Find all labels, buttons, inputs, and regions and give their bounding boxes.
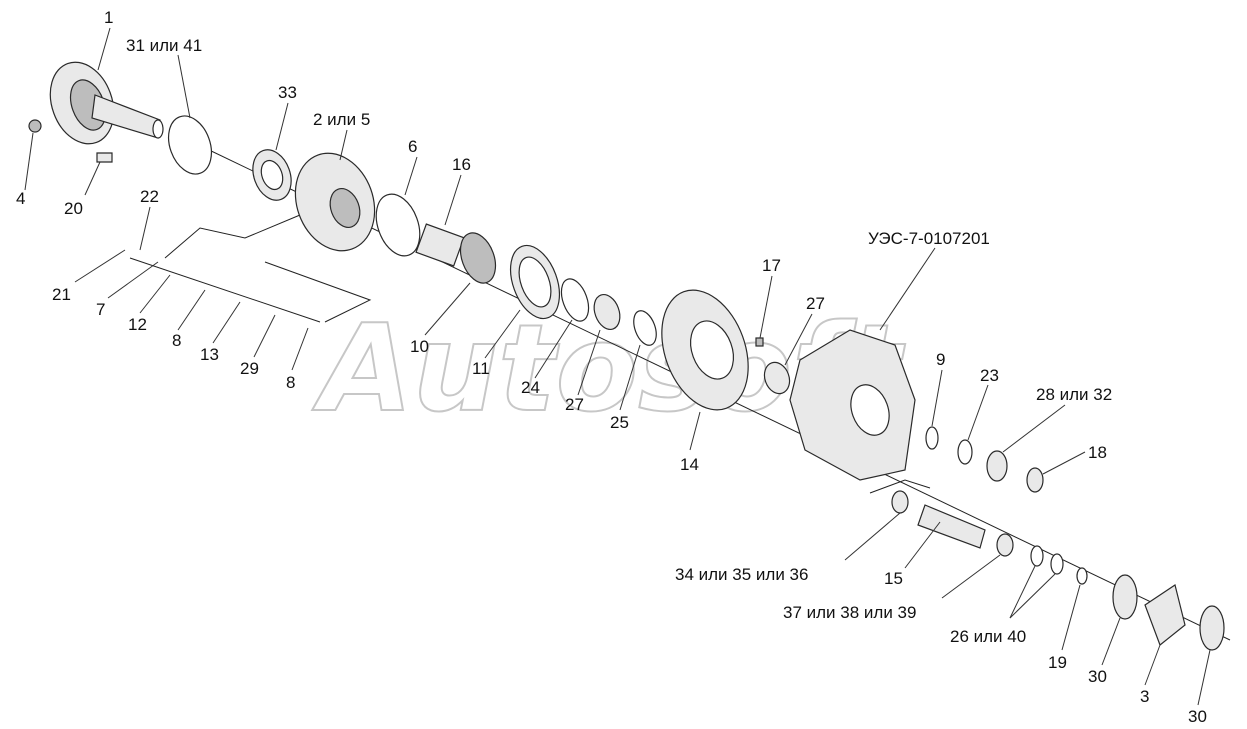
part-24-circlip (560, 278, 590, 322)
part-20-bolt (96, 152, 113, 163)
label-drawing-code: УЭС-7-0107201 (868, 229, 990, 248)
part-31-41-ring (167, 115, 213, 175)
label-17: 17 (762, 256, 781, 275)
part-19-washer (1076, 567, 1088, 585)
label-30a: 30 (1088, 667, 1107, 686)
label-23: 23 (980, 366, 999, 385)
label-21: 21 (52, 285, 71, 304)
label-26-40: 26 или 40 (950, 627, 1026, 646)
label-6: 6 (408, 137, 417, 156)
label-12: 12 (128, 315, 147, 334)
label-22: 22 (140, 187, 159, 206)
part-10-gear (459, 232, 497, 284)
part-17-pin (755, 337, 764, 347)
part-26-40-ring-b (1050, 553, 1064, 575)
label-29: 29 (240, 359, 259, 378)
satellite-bracket-bottom (264, 261, 372, 323)
part-9-ring (925, 426, 939, 450)
part-3-yoke (1144, 584, 1186, 646)
satellite-bracket-top (164, 214, 301, 259)
label-3: 3 (1140, 687, 1149, 706)
part-23-ring (957, 439, 973, 465)
label-28-32: 28 или 32 (1036, 385, 1112, 404)
label-34-35-36: 34 или 35 или 36 (675, 565, 808, 584)
leader-lines (24, 27, 1211, 706)
label-11: 11 (472, 359, 490, 378)
label-27a: 27 (565, 395, 584, 414)
label-31-41: 31 или 41 (126, 36, 202, 55)
part-30-disc-b (1199, 605, 1225, 651)
part-37-38-39-bearing (996, 533, 1014, 557)
label-2-5: 2 или 5 (313, 110, 370, 129)
label-25: 25 (610, 413, 629, 432)
label-24: 24 (521, 378, 540, 397)
label-18: 18 (1088, 443, 1107, 462)
label-13: 13 (200, 345, 219, 364)
label-8a: 8 (172, 331, 181, 350)
part-6-washer (375, 193, 421, 257)
label-33: 33 (278, 83, 297, 102)
part-30-disc-a (1112, 574, 1138, 620)
part-34-35-36-bearing (891, 490, 909, 514)
label-15: 15 (884, 569, 903, 588)
part-27-bearing-b (763, 361, 791, 395)
housing (789, 329, 916, 481)
label-4: 4 (16, 189, 25, 208)
label-19: 19 (1048, 653, 1067, 672)
label-30b: 30 (1188, 707, 1207, 726)
part-1-hub-shaft (49, 61, 164, 145)
part-18-nut (1026, 467, 1044, 493)
label-37-38-39: 37 или 38 или 39 (783, 603, 916, 622)
label-14: 14 (680, 455, 699, 474)
label-1: 1 (104, 8, 113, 27)
part-27-bearing-a (593, 293, 621, 331)
part-16-sleeve (415, 223, 465, 267)
part-4-nut (28, 119, 42, 133)
label-16: 16 (452, 155, 471, 174)
label-7: 7 (96, 300, 105, 319)
part-26-40-ring-a (1030, 545, 1044, 567)
label-27b: 27 (806, 294, 825, 313)
part-28-32-bearing (986, 450, 1008, 482)
label-8b: 8 (286, 373, 295, 392)
label-20: 20 (64, 199, 83, 218)
part-25-circlip (633, 310, 657, 346)
output-shaft-bracket (869, 479, 931, 494)
satellite-axis-line (129, 257, 321, 323)
label-9: 9 (936, 350, 945, 369)
part-15-shaft (917, 504, 986, 549)
label-10: 10 (410, 337, 429, 356)
